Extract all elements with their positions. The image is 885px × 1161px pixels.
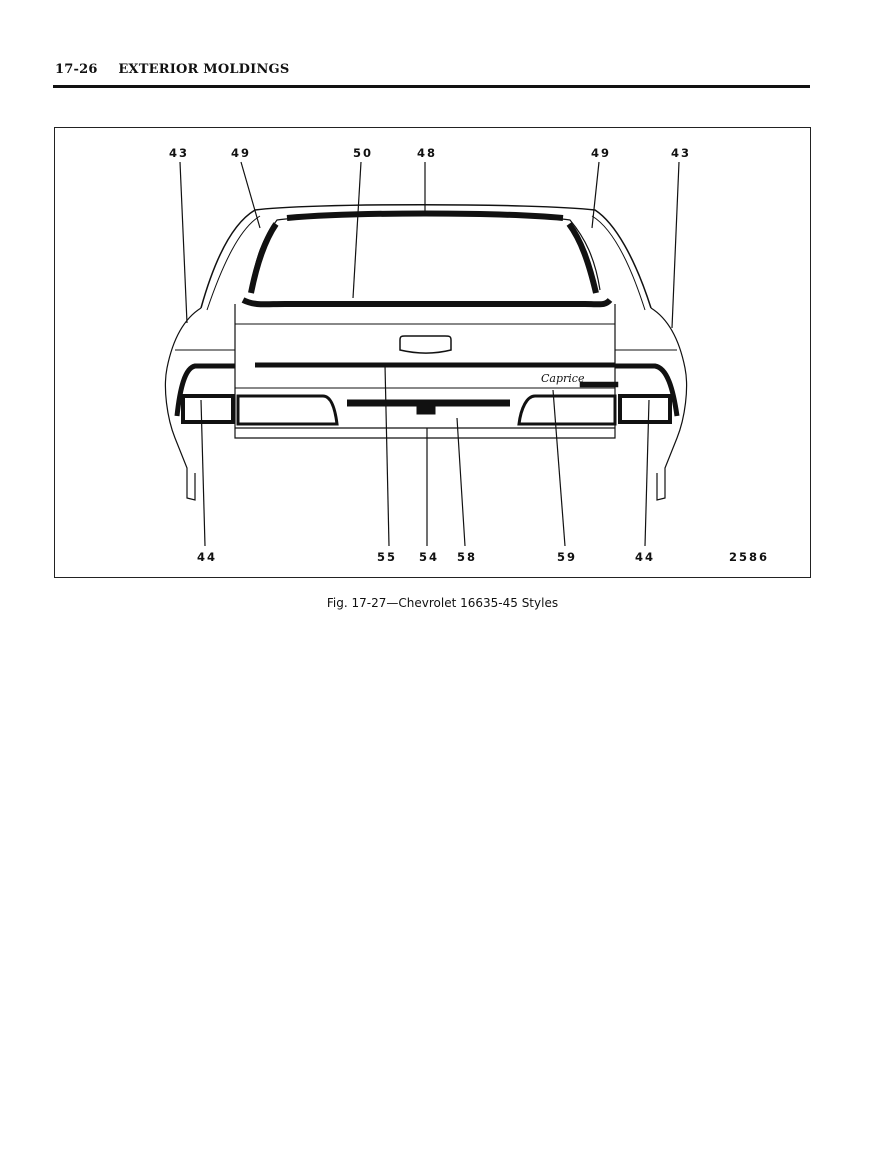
page-number: 17-26 [55,62,98,77]
figure-caption: Fig. 17-27—Chevrolet 16635-45 Styles [326,596,559,610]
callout-44-left: 44 [197,550,218,564]
callout-48: 48 [417,146,438,160]
callout-58: 58 [457,550,478,564]
figure-number: 2586 [729,550,770,564]
callout-44-right: 44 [635,550,656,564]
callout-50: 50 [353,146,374,160]
callout-54: 54 [419,550,440,564]
caprice-emblem: Caprice [541,372,585,385]
figure-frame: 43 49 50 48 49 43 44 55 54 58 59 44 Capr… [54,127,811,578]
callout-43-right: 43 [671,146,692,160]
header-rule [53,85,810,88]
callout-43-left: 43 [169,146,190,160]
callout-49-left: 49 [231,146,252,160]
callout-49-right: 49 [591,146,612,160]
page-header: 17-26 EXTERIOR MOLDINGS [55,62,289,77]
car-rear-illustration [164,161,688,547]
section-title: EXTERIOR MOLDINGS [118,62,290,77]
callout-59: 59 [557,550,578,564]
callout-55: 55 [377,550,398,564]
